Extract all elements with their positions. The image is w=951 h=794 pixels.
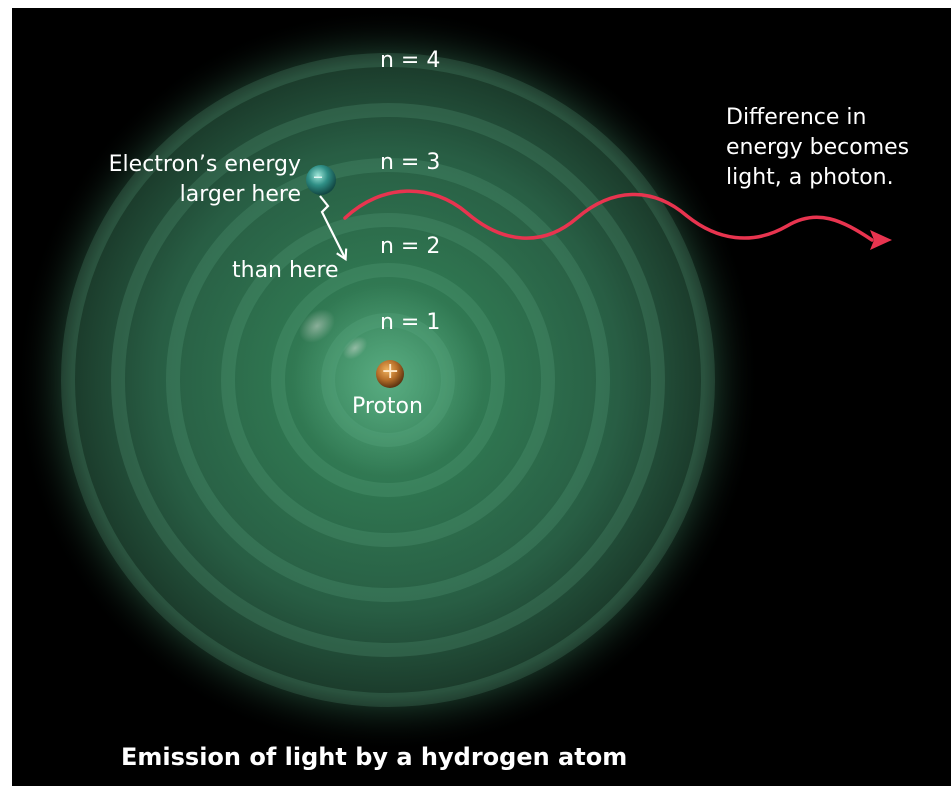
level-label-n2: n = 2 xyxy=(380,234,441,259)
proton-label: Proton xyxy=(352,394,423,419)
orbital-ring xyxy=(166,158,610,602)
level-label-n3: n = 3 xyxy=(380,150,441,175)
photon-label-line1: Difference in xyxy=(726,105,867,130)
electron xyxy=(306,165,336,195)
than-here-label: than here xyxy=(232,258,339,283)
orbital-rings xyxy=(61,53,715,707)
electron-energy-label: Electron’s energy xyxy=(108,152,301,177)
photon-arrowhead xyxy=(870,230,892,250)
transition-arrow xyxy=(319,195,348,262)
orbital-ring xyxy=(271,263,505,497)
level-label-n1: n = 1 xyxy=(380,310,441,335)
photon-label-line2: energy becomes xyxy=(726,135,910,160)
level-label-n4: n = 4 xyxy=(380,48,441,73)
ghost-electron xyxy=(299,309,335,343)
proton-sign: + xyxy=(381,359,400,384)
photon-wave xyxy=(343,189,874,242)
atom-figure: – + n = 4 n = 3 n = 2 n = 1 Electron’s e… xyxy=(12,8,951,786)
atom-illustration xyxy=(16,8,892,752)
figure-caption: Emission of light by a hydrogen atom xyxy=(121,743,628,771)
orbital-ring xyxy=(321,313,455,447)
orbital-ring xyxy=(221,213,555,547)
orbital-ring xyxy=(61,53,715,707)
electron-sign: – xyxy=(313,164,323,188)
larger-here-label: larger here xyxy=(179,182,301,207)
photon-label-line3: light, a photon. xyxy=(726,165,894,190)
orbital-ring xyxy=(111,103,665,657)
ghost-electron xyxy=(342,336,368,360)
proton xyxy=(376,360,404,388)
